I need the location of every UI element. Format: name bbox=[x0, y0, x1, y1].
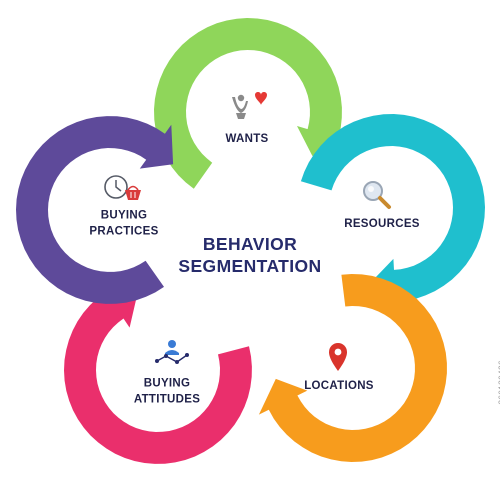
clock-basket-icon bbox=[104, 175, 141, 200]
magnifier-icon bbox=[363, 181, 391, 209]
segment-label-wants: WANTS bbox=[225, 133, 269, 146]
segment-label-locations: LOCATIONS bbox=[304, 380, 374, 393]
segment-label-buying-practices: BUYING PRACTICES bbox=[89, 209, 159, 237]
center-title-line1: BEHAVIOR bbox=[202, 234, 298, 255]
hand-heart-icon bbox=[232, 92, 267, 119]
arrow-locations bbox=[258, 274, 447, 462]
arrow-wants bbox=[154, 18, 349, 189]
arrow-resources bbox=[300, 114, 485, 313]
center-title-line2: SEGMENTATION bbox=[178, 256, 322, 276]
arrow-buying-attitudes bbox=[64, 282, 252, 464]
user-chart-icon bbox=[155, 340, 189, 364]
segment-label-buying-attitudes: BUYING ATTITUDES bbox=[133, 377, 201, 405]
map-pin-icon bbox=[329, 343, 347, 371]
arrow-buying-practices bbox=[16, 116, 174, 304]
segment-label-resources: RESOURCES bbox=[344, 218, 420, 231]
center-title: BEHAVIOR SEGMENTATION bbox=[178, 234, 321, 278]
